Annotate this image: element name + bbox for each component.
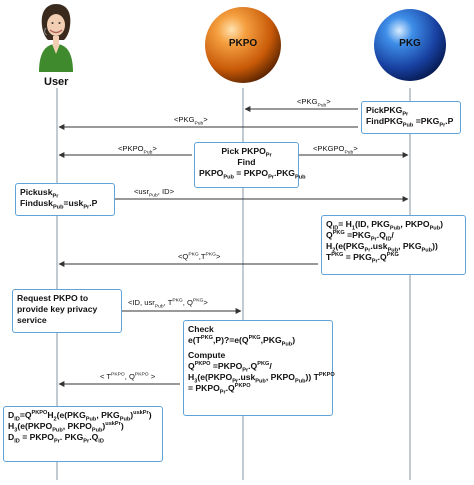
did-line-1: DID=QPKPOH2(e(PKGPub, PKGPub)uskPr)	[8, 410, 152, 423]
user-request-box: Request PKPO to provide key privacy serv…	[12, 289, 122, 333]
pkg-key-generation-box: PickPKGPr FindPKGPub =PKGPr.P	[361, 101, 461, 134]
pkpo-compute-line: PKPOPub = PKPOPr.PKGPub	[199, 168, 306, 181]
pkpo-key-generation-box: Pick PKPOPr Find PKPOPub = PKPOPr.PKGPub	[194, 142, 306, 188]
message-label-m4: <PKGPOPub>	[313, 144, 358, 156]
tpkpo-line: = PKPOPr.QPKPO	[188, 383, 251, 396]
user-pick-line: PickuskPr	[20, 187, 59, 200]
compute-heading: Compute	[188, 350, 226, 360]
check-equation: e(TPKG,P)?=e(QPKG,PKGPub)	[188, 335, 296, 348]
h3-line: H3(e(PKPOPr.uskPub, PKPOPub)) TPKPO	[188, 372, 335, 385]
message-label-m7: <ID, usrPub, TPKG, QPKG>	[128, 298, 208, 310]
message-label-m6: <QPKG,TPKG>	[178, 252, 221, 261]
pkg-find-line: FindPKGPub =PKGPr.P	[366, 116, 454, 129]
pkg-tpkg-line: TPKG = PKGPr.QPKG	[326, 252, 399, 265]
user-avatar-icon	[39, 4, 73, 72]
pkg-qpkg-line: QPKG =PKGPr.QID/	[326, 230, 394, 243]
user-label: User	[44, 76, 69, 88]
pkpo-find-line: Find	[237, 157, 256, 167]
message-label-m5: <usrPub, ID>	[134, 187, 175, 199]
pkg-partial-key-box: QID= H1(ID, PKGPub, PKPOPub) QPKG =PKGPr…	[321, 215, 466, 275]
pkg-h2-line: H2(e(PKGPr.uskPub, PKGPub))	[326, 241, 438, 254]
pkpo-label: PKPO	[228, 38, 258, 49]
pkpo-pick-line: Pick PKPOPr	[221, 146, 272, 159]
message-label-m8: < TPKPO, QPKPO >	[100, 372, 156, 381]
pkpo-sphere-icon	[205, 7, 281, 83]
message-label-m3: <PKPOPub>	[118, 144, 157, 156]
request-line-1: Request PKPO to	[17, 293, 89, 303]
user-final-key-box: DID=QPKPOH2(e(PKGPub, PKGPub)uskPr) H3(e…	[3, 406, 163, 462]
user-find-line: FinduskPub=uskPr.P	[20, 198, 98, 211]
did-line-2: H3(e(PKPOPub, PKPOPub)uskPr)	[8, 421, 124, 434]
pkg-qid-line: QID= H1(ID, PKGPub, PKPOPub)	[326, 219, 443, 232]
check-heading: Check	[188, 324, 214, 334]
request-line-2: provide key privacy	[17, 304, 98, 314]
pkg-pick-line: PickPKGPr	[366, 105, 409, 118]
did-line-3: DID = PKPOPr. PKGPr.QID	[8, 432, 104, 445]
qpkpo-line: QPKPO =PKPOPr.QPKG/	[188, 361, 272, 374]
request-line-3: service	[17, 315, 47, 325]
message-label-m2: <PKGPub>	[174, 115, 208, 127]
pkpo-check-compute-box: Check e(TPKG,P)?=e(QPKG,PKGPub) Compute …	[183, 320, 335, 416]
user-key-generation-box: PickuskPr FinduskPub=uskPr.P	[15, 183, 115, 216]
pkg-label: PKG	[399, 38, 421, 49]
message-label-m1: <PKGPub>	[297, 97, 331, 109]
pkg-sphere-icon	[374, 9, 446, 81]
